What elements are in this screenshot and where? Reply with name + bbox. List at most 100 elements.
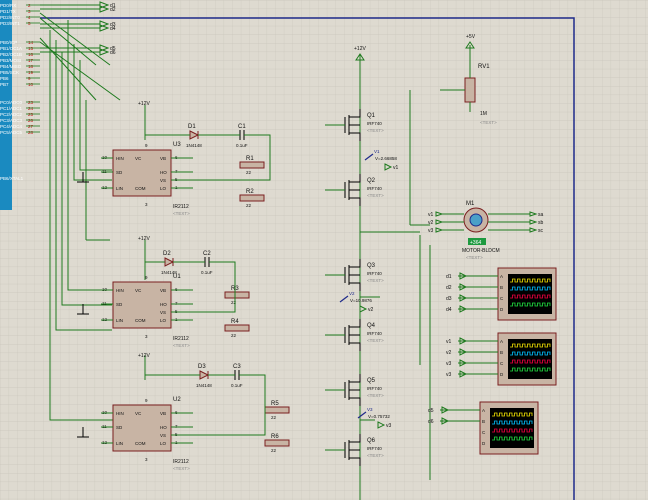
svg-text:R5: R5 [271, 401, 279, 407]
mcu-pin-name: PC0/ADC0 [0, 100, 23, 105]
svg-text:LO: LO [160, 318, 167, 323]
svg-text:1N4148: 1N4148 [161, 270, 177, 275]
svg-text:IRF740: IRF740 [367, 271, 382, 276]
svg-text:A: A [500, 339, 503, 344]
mcu-wires [39, 4, 121, 421]
svg-text:IR2112: IR2112 [173, 336, 189, 342]
svg-text:D: D [500, 307, 504, 312]
mcu-pin-number: 28 [28, 130, 34, 135]
motor-speed-display [468, 238, 486, 245]
svg-text:COM: COM [135, 186, 146, 191]
svg-text:v1: v1 [393, 165, 399, 171]
mcu-pin-name: PB5/SCK [0, 70, 19, 75]
svg-text:VS: VS [160, 310, 166, 315]
svg-text:22: 22 [231, 300, 237, 305]
mcu-pin-name: PB1/OC1A [0, 46, 22, 51]
driver-u3[interactable]: HIN10SD11LIN12VCCOMVB6HO7VS5LO193U3IR211… [77, 124, 271, 216]
mcu-pin-number: 10 [28, 82, 34, 87]
mcu-pin-name: PD1/TX [0, 9, 16, 14]
svg-text:R2: R2 [246, 189, 254, 195]
driver-u1[interactable]: HIN10SD11LIN12VCCOMVB6HO7VS5LO193U1IR211… [77, 251, 250, 348]
mcu-pin-number: 26 [28, 118, 34, 123]
svg-text:MOTOR-BLDCM: MOTOR-BLDCM [462, 248, 500, 254]
svg-text:SD: SD [116, 425, 123, 430]
svg-text:+12V: +12V [138, 236, 150, 242]
svg-text:v3: v3 [446, 372, 452, 378]
svg-text:9: 9 [145, 143, 148, 148]
svg-text:Q2: Q2 [367, 178, 376, 184]
potentiometer-rv1[interactable]: RV1 1M <TEXT> [440, 64, 497, 125]
svg-text:V2: V2 [349, 291, 355, 296]
svg-text:VB: VB [160, 156, 166, 161]
svg-text:<TEXT>: <TEXT> [173, 466, 190, 471]
svg-text:sc: sc [538, 228, 544, 234]
mcu-pin-number: 9 [28, 76, 31, 81]
svg-text:<TEXT>: <TEXT> [367, 278, 384, 283]
svg-text:+5V: +5V [466, 34, 476, 40]
driver-u2[interactable]: HIN10SD11LIN12VCCOMVB6HO7VS5LO193U2IR211… [77, 364, 290, 471]
mcu-bottom-label: PB6/XTAL1 [0, 176, 24, 181]
svg-text:v2: v2 [446, 350, 452, 356]
svg-text:22: 22 [246, 170, 252, 175]
svg-text:v2: v2 [428, 220, 434, 226]
svg-text:v3: v3 [428, 228, 434, 234]
svg-text:A: A [500, 274, 503, 279]
svg-text:VC: VC [135, 411, 142, 416]
svg-text:9: 9 [145, 398, 148, 403]
mcu-pin-number: 23 [28, 100, 34, 105]
svg-text:LIN: LIN [116, 318, 123, 323]
svg-text:<TEXT>: <TEXT> [480, 120, 497, 125]
svg-text:B: B [500, 350, 503, 355]
svg-text:COM: COM [135, 441, 146, 446]
svg-text:LIN: LIN [116, 441, 123, 446]
svg-text:<TEXT>: <TEXT> [466, 255, 483, 260]
net-label-d5: d5 [110, 46, 116, 52]
net-label-d4: d4 [110, 26, 116, 32]
svg-text:U3: U3 [173, 142, 181, 148]
svg-text:d6: d6 [428, 419, 434, 425]
mcu-pin-number: 24 [28, 106, 34, 111]
mcu-pin-number: 16 [28, 52, 34, 57]
svg-text:C: C [482, 430, 486, 435]
mcu-pin-number: 17 [28, 58, 34, 63]
svg-text:COM: COM [135, 318, 146, 323]
svg-text:<TEXT>: <TEXT> [367, 128, 384, 133]
svg-text:IRF740: IRF740 [367, 331, 382, 336]
svg-text:<TEXT>: <TEXT> [367, 453, 384, 458]
svg-text:VS: VS [160, 433, 166, 438]
svg-text:M1: M1 [466, 201, 475, 207]
mcu-pin-number: 19 [28, 70, 34, 75]
svg-text:d5: d5 [428, 408, 434, 414]
svg-text:Q4: Q4 [367, 323, 376, 329]
svg-text:<TEXT>: <TEXT> [173, 211, 190, 216]
svg-text:LIN: LIN [116, 186, 123, 191]
mcu-pin-name: PC5/ADC5 [0, 130, 23, 135]
svg-text:C: C [500, 361, 504, 366]
svg-text:A: A [482, 408, 485, 413]
svg-text:SD: SD [116, 302, 123, 307]
mcu-pin-number: 15 [28, 46, 34, 51]
mcu-pin-name: PB6 [0, 76, 9, 81]
svg-text:D: D [500, 372, 504, 377]
svg-text:V3: V3 [367, 407, 373, 412]
mcu-pin-number: 25 [28, 112, 34, 117]
mcu-pin-name: PD3/INT1 [0, 21, 20, 26]
mcu-pin-name: PC2/ADC2 [0, 112, 23, 117]
svg-text:22: 22 [271, 448, 277, 453]
